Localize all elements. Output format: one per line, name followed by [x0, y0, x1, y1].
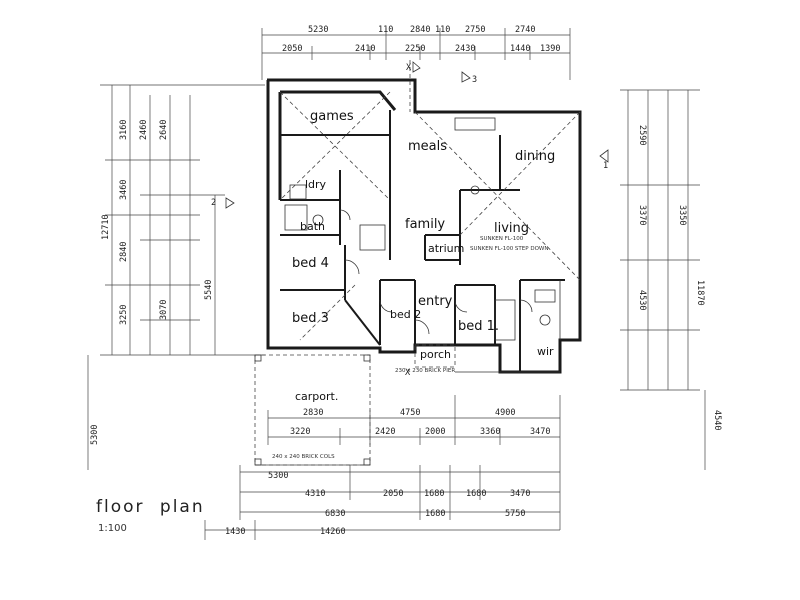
drawing-scale: 1:100: [98, 523, 127, 534]
dim-left-1: 3160: [119, 120, 129, 140]
dim-top1-2: 2840: [410, 25, 430, 35]
dim-bottom2-0: 3220: [290, 427, 310, 437]
dim-top2-0: 2050: [282, 44, 302, 54]
room-living: living: [494, 221, 529, 236]
room-family: family: [405, 217, 445, 232]
section-arrow-left-icon: [225, 197, 235, 209]
marker-2-left: 2: [211, 198, 216, 208]
dim-bottom3-0: 5300: [268, 471, 288, 481]
construction-lines: [279, 60, 581, 341]
dim-bottom5-0: 1430: [225, 527, 245, 537]
room-entry: entry: [418, 294, 453, 309]
svg-text:X: X: [406, 63, 412, 73]
dim-bottom3-2: 2050: [383, 489, 403, 499]
dim-left-2: 3460: [119, 180, 129, 200]
dim-left-4: 3250: [119, 305, 129, 325]
dim-bottom3-5: 3470: [510, 489, 530, 499]
dim-right-overall: 11870: [695, 280, 705, 306]
room-carport: carport.: [295, 390, 338, 403]
dim-left-7: 2460: [139, 120, 149, 140]
room-bed4: bed 4: [292, 256, 329, 271]
room-wir: wir: [537, 345, 554, 358]
dim-bottom4-2: 5750: [505, 509, 525, 519]
dim-bottom1-1: 4750: [400, 408, 420, 418]
dim-top2-2: 2250: [405, 44, 425, 54]
dim-top1-3: 110: [435, 25, 450, 35]
room-bed3: bed 3: [292, 311, 329, 326]
left-dimensions: 12710 3160 3460 2840 3250 5540 3070 2460…: [87, 84, 265, 470]
dim-bottom5-1: 14260: [320, 527, 346, 537]
drawing-title: floor plan: [96, 497, 205, 517]
dim-top1-5: 2740: [515, 25, 535, 35]
bottom-dimensions: 2830 4750 4900 3220 2420 2000 3360 3470 …: [204, 395, 561, 540]
room-labels: games meals dining family living atrium …: [292, 109, 555, 403]
dim-right-1: 2590: [637, 125, 647, 145]
dim-top2-5: 1390: [540, 44, 560, 54]
note-porch: 230 x 230 BRICK PIER: [395, 368, 455, 374]
section-arrow-top-icon: [461, 71, 471, 83]
room-games: games: [310, 109, 354, 124]
annotations: SUNKEN FL-100 SUNKEN FL-100 STEP DOWN 24…: [272, 236, 548, 460]
dim-far-right: 4540: [712, 410, 722, 430]
doors: [339, 209, 533, 335]
marker-3-top: 3: [472, 75, 477, 85]
grid-markers: X X: [405, 61, 421, 378]
note-sunken: SUNKEN FL-100: [480, 236, 524, 242]
interior-walls: [280, 110, 565, 372]
dim-bottom4-0: 6830: [325, 509, 345, 519]
room-atrium: atrium: [428, 242, 464, 255]
room-bath: bath: [300, 220, 325, 233]
room-bed2: bed 2: [390, 308, 421, 321]
section-arrow-right-icon: [599, 149, 609, 163]
room-ldry: ldry: [305, 178, 327, 191]
dim-top2-3: 2430: [455, 44, 475, 54]
room-porch: porch: [420, 348, 451, 361]
dim-bottom2-3: 3360: [480, 427, 500, 437]
dim-bottom4-1: 1680: [425, 509, 445, 519]
dim-top1-4: 2750: [465, 25, 485, 35]
dim-top1-1: 110: [378, 25, 393, 35]
dim-bottom2-4: 3470: [530, 427, 550, 437]
fixtures: [284, 117, 556, 341]
dim-left-5: 5540: [204, 280, 214, 300]
right-dimensions: 11870 2590 3370 3350 4530 4540 1 3: [461, 71, 722, 470]
north-arrow-icon: [412, 61, 421, 73]
room-dining: dining: [515, 149, 555, 164]
svg-text:X: X: [405, 368, 411, 378]
dim-right-3: 3350: [677, 205, 687, 225]
dim-left-8: 2640: [159, 120, 169, 140]
marker-1-right: 1: [603, 161, 608, 171]
dim-left-3: 2840: [119, 242, 129, 262]
dim-top2-4: 1440: [510, 44, 530, 54]
dim-bottom1-2: 4900: [495, 408, 515, 418]
top-dimensions: 5230 110 2840 110 2750 2740 2050 2410 22…: [261, 25, 571, 80]
dim-bottom3-4: 1680: [466, 489, 486, 499]
dim-right-2: 3370: [637, 205, 647, 225]
room-meals: meals: [408, 139, 447, 154]
dim-far-left: 5300: [90, 425, 100, 445]
dim-bottom3-3: 1680: [424, 489, 444, 499]
dim-right-4: 4530: [637, 290, 647, 310]
note-garage: 240 x 240 BRICK COLS: [272, 454, 335, 460]
carport-porch: [254, 344, 560, 466]
dim-top1-0: 5230: [308, 25, 328, 35]
dim-left-6: 3070: [159, 300, 169, 320]
note-living: SUNKEN FL-100 STEP DOWN: [470, 246, 548, 252]
dim-top2-1: 2410: [355, 44, 375, 54]
dim-bottom3-1: 4310: [305, 489, 325, 499]
dim-bottom1-0: 2830: [303, 408, 323, 418]
dim-left-overall: 12710: [101, 214, 111, 240]
dim-bottom2-1: 2420: [375, 427, 395, 437]
room-bed1: bed 1.: [458, 319, 499, 334]
dim-bottom2-2: 2000: [425, 427, 445, 437]
